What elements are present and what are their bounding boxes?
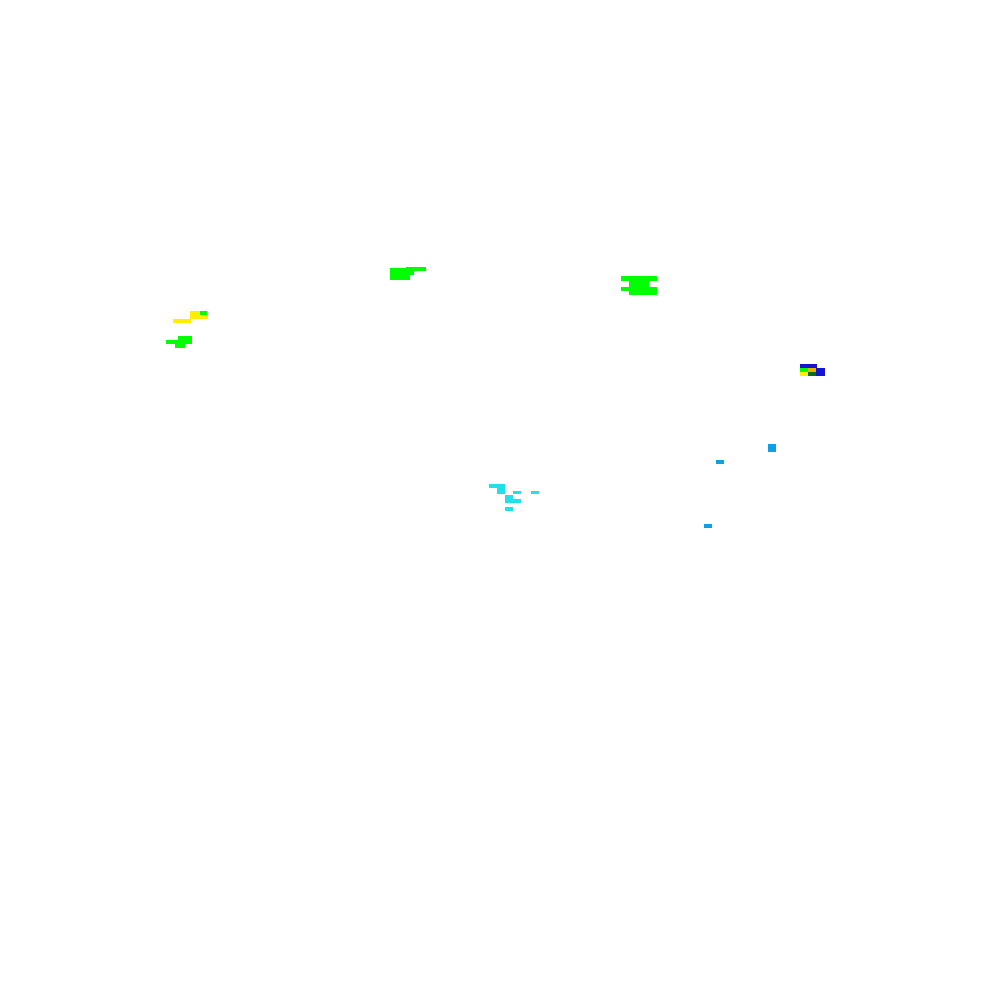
blob-left-green	[166, 336, 192, 348]
blob-left-yellow-accent	[200, 311, 207, 315]
blob-center-cyan	[489, 484, 539, 511]
blob-right-sky-dot	[768, 444, 776, 452]
blob-right-multicolor	[800, 364, 825, 376]
blob-right-sky-dash	[716, 460, 724, 464]
blob-top-center	[390, 267, 426, 280]
blob-top-right	[621, 276, 657, 295]
blob-lower-sky-dash	[704, 524, 712, 528]
blob-left-yellow	[173, 311, 208, 323]
